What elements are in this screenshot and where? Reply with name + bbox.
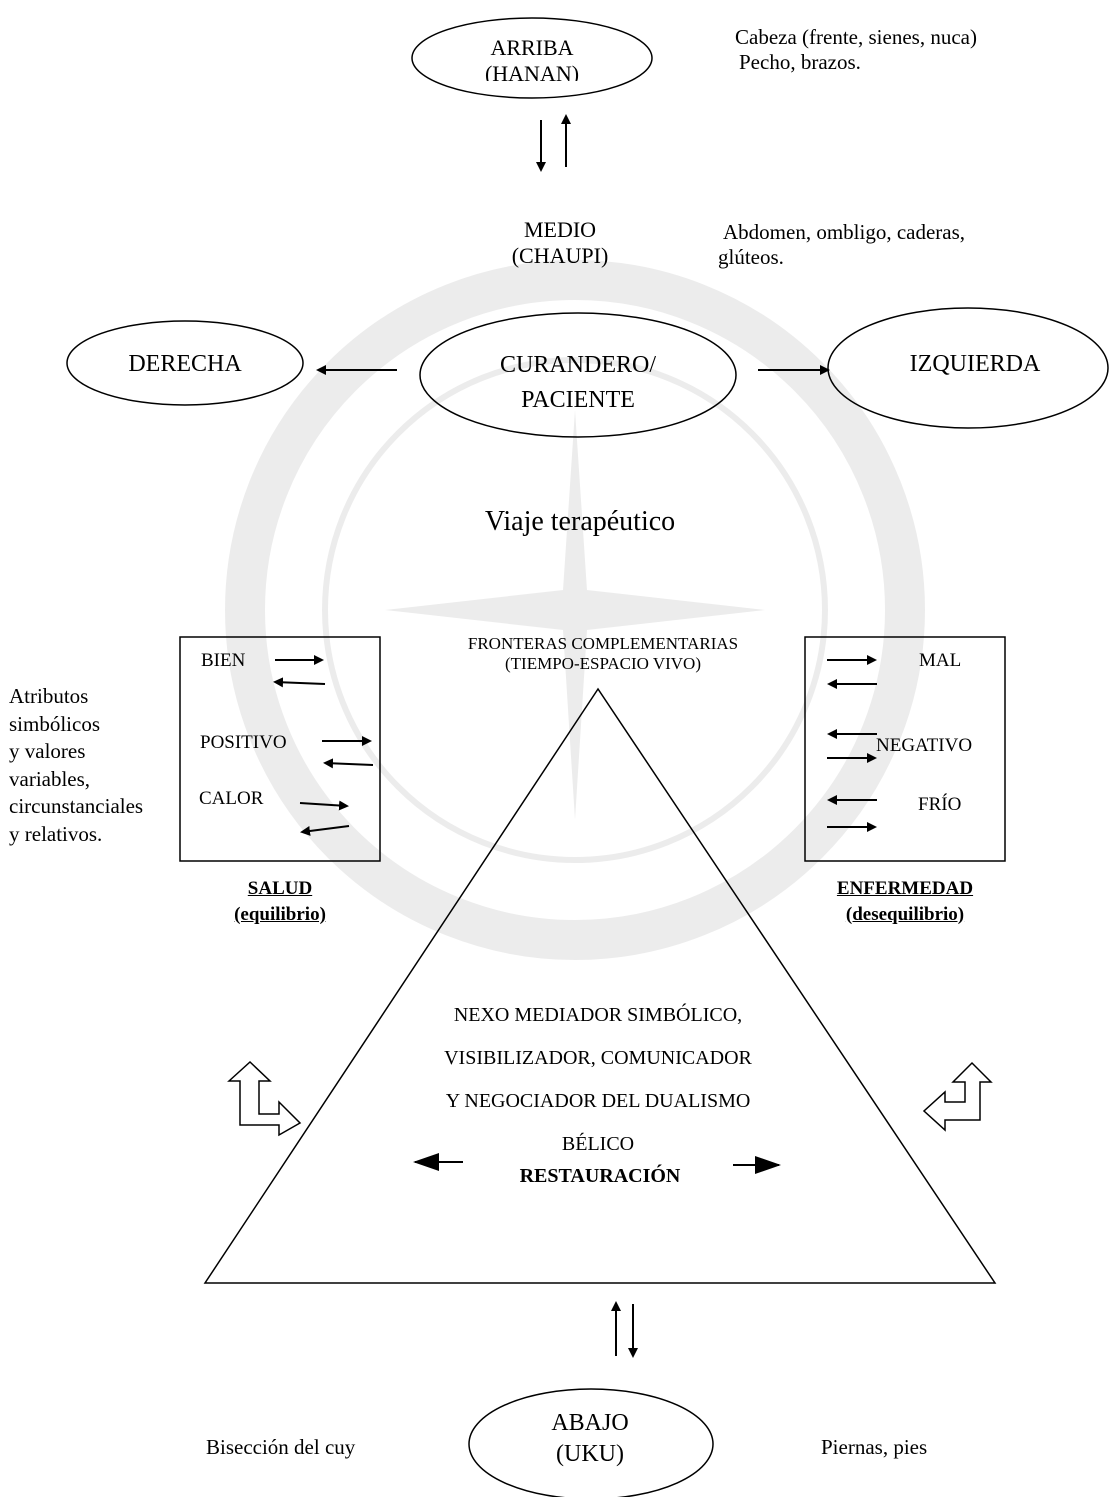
arrow-left-icon: [273, 677, 326, 688]
izquierda-label: IZQUIERDA: [909, 351, 1041, 377]
arriba-note-line2: Pecho, brazos.: [739, 50, 861, 75]
arriba-note: Cabeza (frente, sienes, nuca) Pecho, bra…: [735, 25, 977, 75]
salud-box: [179, 636, 381, 862]
restauracion-label: RESTAURACIÓN: [519, 1165, 681, 1182]
medio-label: MEDIO (CHAUPI): [485, 217, 635, 270]
attributes-note: Atributos simbólicos y valores variables…: [9, 683, 143, 848]
attributes-line: Atributos: [9, 684, 89, 708]
watermark-seal-icon: [225, 260, 925, 960]
nexo-label: NEXO MEDIADOR SIMBÓLICO, VISIBILIZADOR, …: [398, 994, 798, 1166]
medio-line2: (CHAUPI): [511, 243, 609, 269]
triangle: [203, 687, 997, 1284]
salud-subtitle-text: (equilibrio): [234, 903, 326, 925]
arriba-line2: (HANAN): [484, 61, 580, 82]
arriba-note-line1: Cabeza (frente, sienes, nuca): [735, 25, 977, 49]
abajo-ellipse: [468, 1388, 714, 1497]
enfermedad-title: ENFERMEDAD (desequilibrio): [815, 876, 995, 927]
derecha-ellipse: [66, 320, 304, 406]
item-calor: CALOR: [199, 788, 264, 809]
bent-arrow-right-icon: [922, 1061, 993, 1132]
salud-title-text: SALUD: [247, 878, 313, 899]
item-negativo: NEGATIVO: [876, 735, 973, 756]
item-frio: FRÍO: [918, 794, 962, 815]
abajo-label: ABAJO (UKU): [520, 1408, 660, 1470]
item-bien: BIEN: [201, 650, 246, 671]
attributes-line: simbólicos: [9, 711, 101, 736]
attributes-line: circunstanciales: [9, 794, 144, 818]
biseccion-note: Bisección del cuy: [206, 1435, 356, 1459]
arrow-left-icon: [323, 758, 374, 769]
curandero-line2: PACIENTE: [521, 386, 635, 413]
medio-line1: MEDIO: [523, 217, 597, 242]
medio-note: Abdomen, ombligo, caderas, glúteos.: [718, 220, 965, 270]
enfermedad-box: [804, 636, 1006, 862]
nexo-line: BÉLICO: [561, 1133, 635, 1155]
curandero-ellipse: [419, 312, 737, 438]
abajo-line1: ABAJO: [551, 1410, 629, 1436]
item-mal: MAL: [919, 650, 962, 671]
medio-note-line2: glúteos.: [718, 245, 784, 270]
curandero-line1: CURANDERO/: [499, 352, 656, 378]
curandero-label: CURANDERO/ PACIENTE: [468, 348, 688, 418]
salud-title: SALUD (equilibrio): [190, 876, 370, 927]
fronteras-line2: (TIEMPO-ESPACIO VIVO): [505, 654, 701, 674]
enfermedad-title-text: ENFERMEDAD: [836, 878, 974, 899]
item-positivo: POSITIVO: [200, 732, 287, 753]
attributes-line: variables,: [9, 766, 91, 791]
arrow-left-icon: [300, 825, 350, 836]
arriba-ellipse: [411, 17, 653, 99]
arrow-right-icon: [299, 800, 349, 811]
attributes-line: y valores: [9, 739, 86, 763]
fronteras-label: FRONTERAS COMPLEMENTARIAS (TIEMPO-ESPACI…: [418, 634, 788, 675]
abajo-line2: (UKU): [556, 1441, 624, 1468]
fronteras-line1: FRONTERAS COMPLEMENTARIAS: [467, 634, 739, 653]
medio-note-line1: Abdomen, ombligo, caderas,: [723, 220, 966, 244]
piernas-note: Piernas, pies: [821, 1435, 928, 1459]
arriba-label: ARRIBA (HANAN): [452, 35, 612, 81]
nexo-line: VISIBILIZADOR, COMUNICADOR: [444, 1047, 752, 1069]
bent-arrow-left-icon: [227, 1060, 302, 1137]
attributes-line: y relativos.: [9, 821, 103, 846]
viaje-label: Viaje terapéutico: [484, 506, 676, 537]
derecha-label: DERECHA: [128, 351, 242, 377]
enfermedad-subtitle-text: (desequilibrio): [845, 903, 965, 925]
nexo-line: NEXO MEDIADOR SIMBÓLICO,: [453, 1004, 743, 1026]
arriba-line1: ARRIBA: [490, 35, 574, 60]
nexo-line: Y NEGOCIADOR DEL DUALISMO: [445, 1090, 751, 1112]
